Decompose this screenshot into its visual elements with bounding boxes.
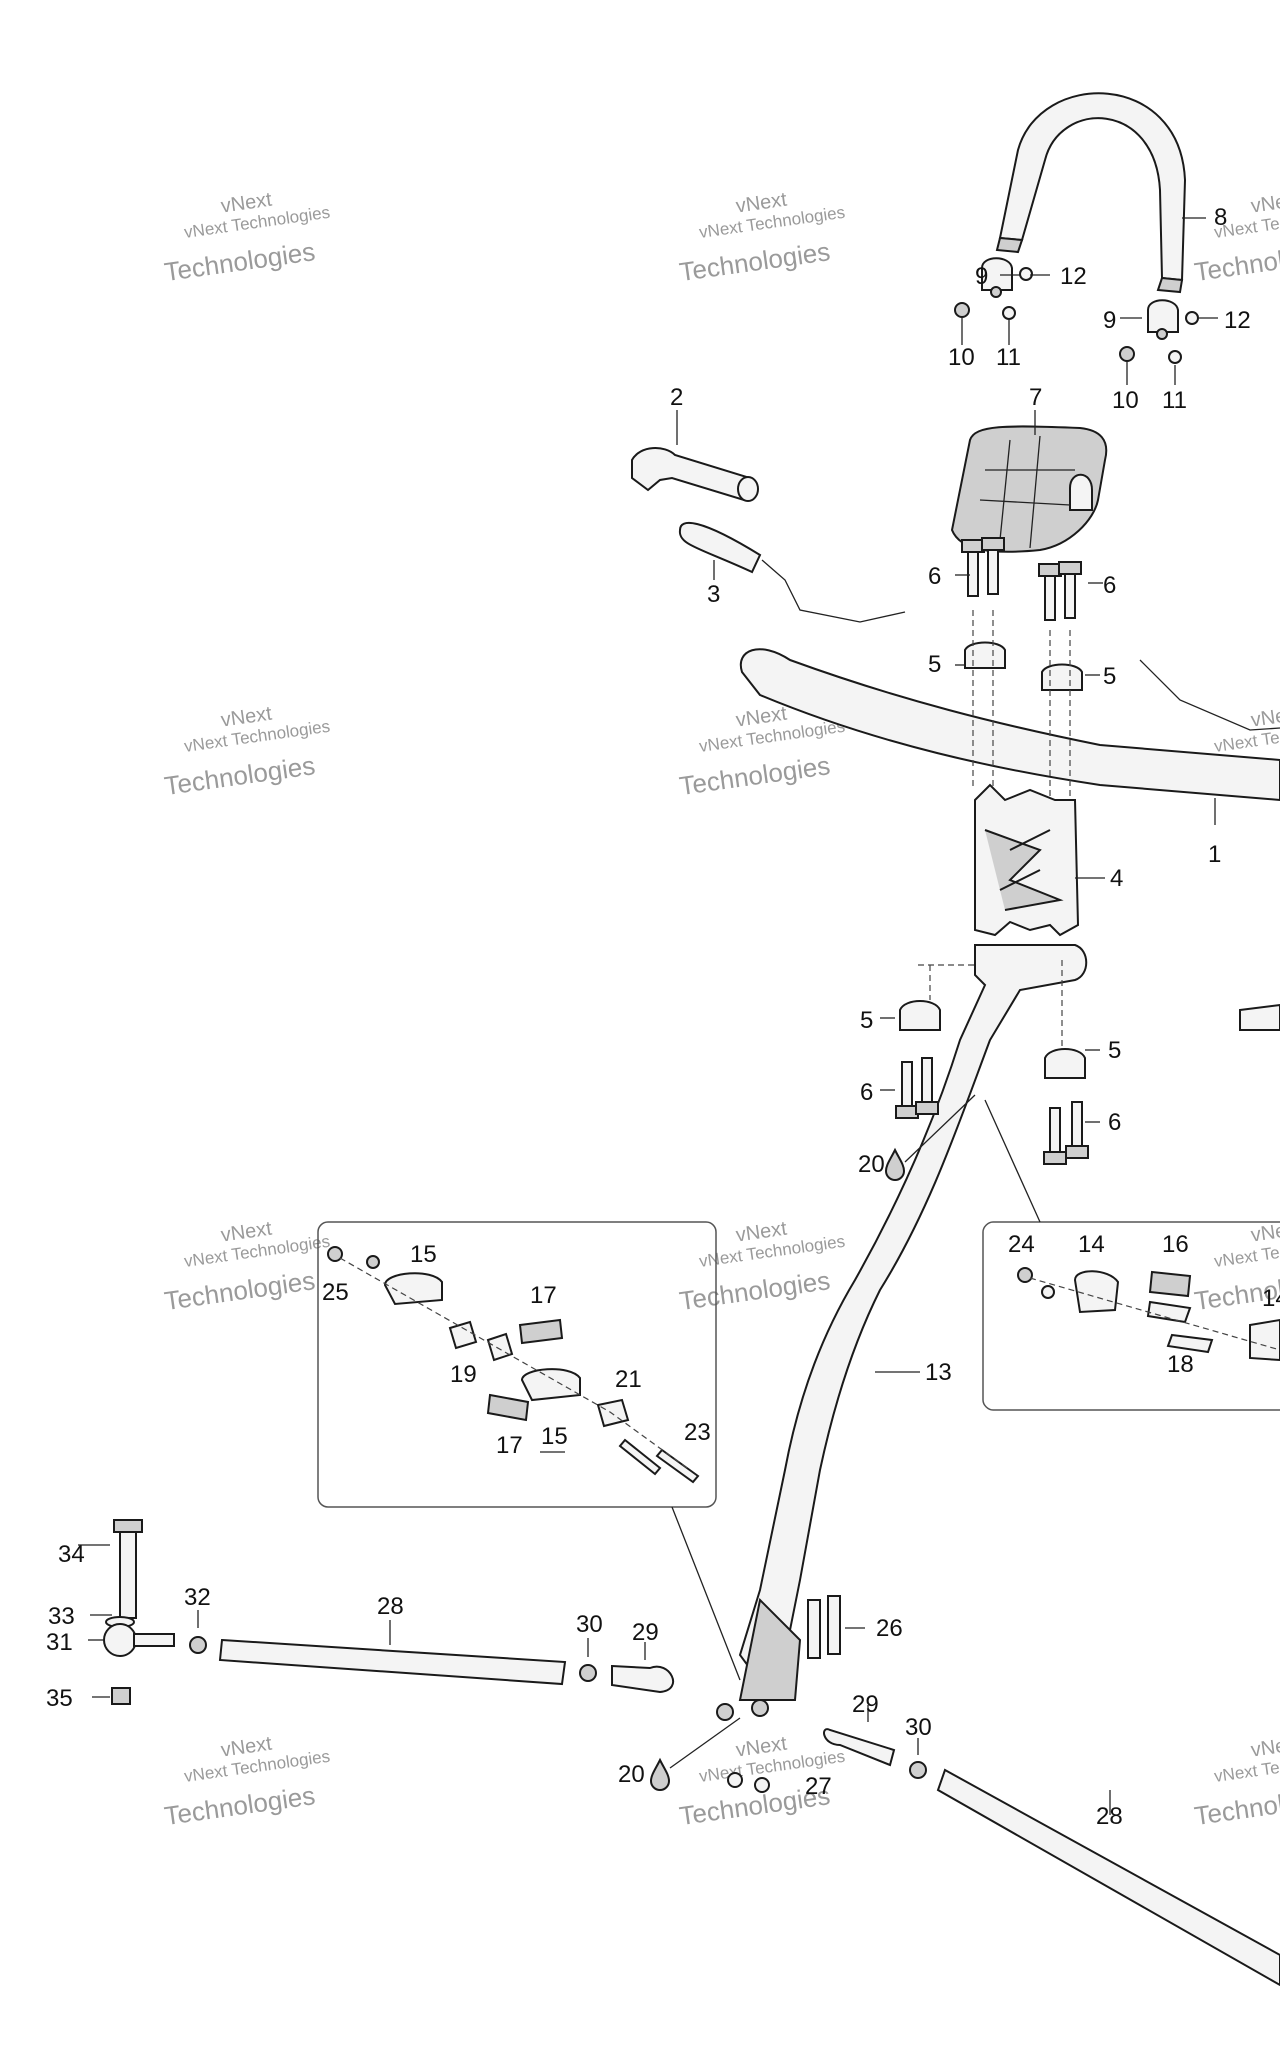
callout-28: 28: [377, 1593, 404, 1620]
detail-frame-right: [982, 1099, 1280, 1411]
watermark: vNext vNext Technologies Technologies: [677, 189, 846, 287]
callout-15: 15: [410, 1241, 437, 1268]
part-6-bolts-lower: [895, 1057, 1089, 1165]
callout-20: 20: [618, 1761, 645, 1788]
watermark: vNext vNext Technologies Technologies: [1192, 189, 1280, 287]
callout-33: 33: [48, 1603, 75, 1630]
callout-23: 23: [684, 1419, 711, 1446]
callouts: 1 2 3 4 5 5 5 5 6 6 6 6 7 8 9 9 10 10 11…: [46, 204, 1280, 1830]
callout-6: 6: [928, 563, 941, 590]
callout-10: 10: [1112, 387, 1139, 414]
watermark: vNext vNext Technologies Technologies: [1192, 1733, 1280, 1831]
bracket-fragment: [1239, 1003, 1280, 1031]
callout-32: 32: [184, 1584, 211, 1611]
part-2-grip: [631, 447, 759, 502]
svg-text:Technologies: Technologies: [1192, 1780, 1280, 1831]
callout-28: 28: [1096, 1803, 1123, 1830]
part-4-riser: [974, 783, 1080, 937]
svg-text:vNext: vNext: [1249, 1733, 1280, 1762]
lubricant-drop-icon: [884, 1147, 906, 1181]
callout-15: 15: [541, 1423, 568, 1450]
svg-text:Technologies: Technologies: [162, 236, 316, 287]
callout-11: 11: [996, 344, 1021, 371]
watermarks: vNext vNext Technologies Technologies vN…: [162, 189, 1280, 1831]
callout-17: 17: [496, 1432, 523, 1459]
svg-text:Technologies: Technologies: [162, 1265, 316, 1316]
callout-29: 29: [852, 1691, 879, 1718]
callout-5: 5: [928, 651, 941, 678]
callout-5: 5: [860, 1007, 873, 1034]
part-13-steering-column: [738, 944, 1088, 1701]
part-5-caps-upper: [964, 641, 1083, 691]
watermark: vNext vNext Technologies Technologies: [162, 1218, 331, 1316]
callout-34: 34: [58, 1541, 85, 1568]
part-3-throttle-cable: [678, 521, 906, 623]
callout-29: 29: [632, 1619, 659, 1646]
callout-2: 2: [670, 384, 683, 411]
callout-13: 13: [925, 1359, 952, 1386]
callout-7: 7: [1029, 384, 1042, 411]
watermark: vNext vNext Technologies Technologies: [162, 1733, 331, 1831]
watermark: vNext vNext Technologies Technologies: [162, 189, 331, 287]
callout-25: 25: [322, 1279, 349, 1306]
part-5-caps-lower: [899, 1000, 1086, 1079]
callout-6: 6: [860, 1079, 873, 1106]
callout-12: 12: [1224, 307, 1251, 334]
callout-6: 6: [1108, 1109, 1121, 1136]
part-8-crossbar-loop: [995, 92, 1187, 294]
callout-4: 4: [1110, 865, 1123, 892]
callout-5: 5: [1108, 1037, 1121, 1064]
callout-27: 27: [805, 1773, 832, 1800]
callout-19: 19: [450, 1361, 477, 1388]
callout-5: 5: [1103, 663, 1116, 690]
svg-text:Technologies: Technologies: [677, 750, 831, 801]
lubricant-drop-icon: [649, 1757, 671, 1791]
callout-35: 35: [46, 1685, 73, 1712]
callout-18: 18: [1167, 1351, 1194, 1378]
watermark: vNext vNext Technologies Technologies: [677, 1218, 846, 1316]
callout-31: 31: [46, 1629, 73, 1656]
callout-12: 12: [1060, 263, 1087, 290]
svg-text:vNext: vNext: [1249, 189, 1280, 218]
callout-20: 20: [858, 1151, 885, 1178]
svg-text:Technologies: Technologies: [162, 750, 316, 801]
tie-rod-right: [807, 1595, 1280, 1987]
callout-1: 1: [1208, 841, 1221, 868]
callout-3: 3: [707, 581, 720, 608]
callout-9: 9: [975, 263, 988, 290]
hardware-10-11-12: [954, 267, 1199, 364]
leader-lines: [78, 217, 1218, 1815]
part-6-bolts-upper: [961, 537, 1082, 621]
part-9-clamp-left: [981, 257, 1013, 298]
part-7-handlebar-pad: [950, 425, 1108, 553]
callout-14: 14: [1078, 1231, 1105, 1258]
tie-rod-left: [103, 1519, 674, 1705]
svg-text:Technologies: Technologies: [162, 1780, 316, 1831]
part-1-handlebar: [739, 648, 1280, 802]
svg-text:Technologies: Technologies: [677, 236, 831, 287]
detail-frame-left: [317, 1221, 741, 1681]
callout-26: 26: [876, 1615, 903, 1642]
svg-text:Technologies: Technologies: [1192, 236, 1280, 287]
callout-10: 10: [948, 344, 975, 371]
callout-16: 16: [1162, 1231, 1189, 1258]
callout-24: 24: [1008, 1231, 1035, 1258]
callout-8: 8: [1214, 204, 1227, 231]
callout-21: 21: [615, 1366, 642, 1393]
callout-14: 14: [1262, 1285, 1280, 1312]
column-base-hardware: [716, 1699, 770, 1793]
callout-30: 30: [905, 1714, 932, 1741]
svg-text:vNext: vNext: [1249, 703, 1280, 732]
callout-30: 30: [576, 1611, 603, 1638]
alignment-lines: [918, 610, 1071, 1050]
svg-text:Technologies: Technologies: [677, 1265, 831, 1316]
callout-11: 11: [1162, 387, 1187, 414]
callout-6: 6: [1103, 572, 1116, 599]
part-9-clamp-right: [1147, 299, 1179, 340]
callout-9: 9: [1103, 307, 1116, 334]
watermark: vNext vNext Technologies Technologies: [162, 703, 331, 801]
callout-17: 17: [530, 1282, 557, 1309]
